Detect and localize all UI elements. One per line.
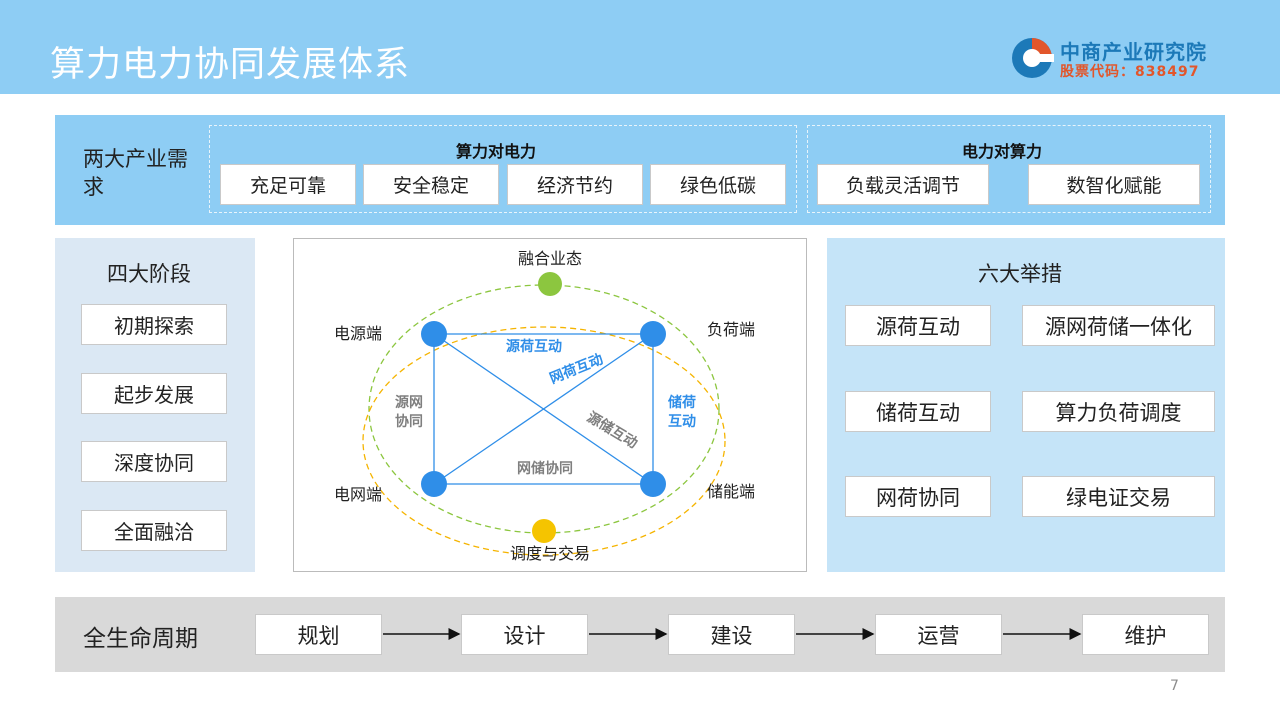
label-bottom-left: 电网端 [334,485,382,504]
stage-item: 全面融洽 [81,510,227,551]
four-stages-panel: 四大阶段 初期探索 起步发展 深度协同 全面融洽 [55,238,255,572]
diagram-canvas: 融合业态 调度与交易 电源端 负荷端 电网端 储能端 源荷互动 网荷互动 源储互… [334,249,755,563]
six-measures-panel: 六大举措 源荷互动 源网荷储一体化 储荷互动 算力负荷调度 网荷协同 绿电证交易 [827,238,1225,572]
edge-label-top: 源荷互动 [506,338,562,355]
measure-item: 网荷协同 [845,476,991,517]
lifecycle-label: 全生命周期 [83,626,198,652]
logo-stock-code: 股票代码：838497 [1060,64,1200,80]
label-top: 融合业态 [518,249,582,268]
lifecycle-arrows [383,628,1082,640]
edge-label-diagonal-b: 源储互动 [584,408,641,451]
page-title: 算力电力协同发展体系 [50,45,411,85]
demand-item: 负载灵活调节 [817,164,989,205]
node-bottom-left [421,471,447,497]
demand-item: 安全稳定 [363,164,499,205]
label-bottom: 调度与交易 [510,544,590,563]
lifecycle-step: 运营 [875,614,1002,655]
logo-name: 中商产业研究院 [1060,40,1207,64]
demand-item: 经济节约 [507,164,643,205]
node-top-right [640,321,666,347]
demand-item: 充足可靠 [220,164,356,205]
group-title: 电力对算力 [962,142,1043,161]
page-number: 7 [1170,678,1179,694]
edge-label-diagonal-a: 网荷互动 [547,350,605,387]
outer-ring [368,284,720,534]
stage-item: 深度协同 [81,441,227,482]
label-top-right: 负荷端 [707,320,755,339]
compute-to-power-group: 算力对电力 充足可靠 安全稳定 经济节约 绿色低碳 [209,125,797,213]
node-bottom-dot [532,519,556,543]
company-logo: 中商产业研究院 股票代码：838497 [1010,34,1225,84]
node-bottom-right [640,471,666,497]
stage-item: 起步发展 [81,373,227,414]
inner-ring [362,326,726,556]
node-top-dot [538,272,562,296]
edge-label-right: 储荷互动 [668,395,696,430]
measure-item: 储荷互动 [845,391,991,432]
lifecycle-step: 规划 [255,614,382,655]
label-bottom-right: 储能端 [707,482,755,501]
stage-item: 初期探索 [81,304,227,345]
measure-item: 源网荷储一体化 [1022,305,1215,346]
measure-item: 源荷互动 [845,305,991,346]
edge-diagonal-b [433,333,654,485]
measures-title: 六大举措 [978,262,1062,286]
lifecycle-step: 建设 [668,614,795,655]
demand-item: 绿色低碳 [650,164,786,205]
demand-item: 数智化赋能 [1028,164,1200,205]
measure-item: 绿电证交易 [1022,476,1215,517]
lifecycle-step: 设计 [461,614,588,655]
logo-mark-icon [1012,38,1054,78]
stages-title: 四大阶段 [107,262,191,286]
demand-label: 两大产业需求 [83,147,188,199]
coordination-diagram: 融合业态 调度与交易 电源端 负荷端 电网端 储能端 源荷互动 网荷互动 源储互… [293,238,807,572]
header-bar [0,0,1280,94]
power-to-compute-group: 电力对算力 负载灵活调节 数智化赋能 [807,125,1211,213]
label-top-left: 电源端 [334,324,382,343]
node-top-left [421,321,447,347]
lifecycle-section: 全生命周期 规划 设计 建设 运营 维护 [55,597,1225,672]
industry-demand-section: 两大产业需求 算力对电力 充足可靠 安全稳定 经济节约 绿色低碳 电力对算力 负… [55,115,1225,225]
group-title: 算力对电力 [456,142,537,161]
lifecycle-step: 维护 [1082,614,1209,655]
measure-item: 算力负荷调度 [1022,391,1215,432]
edge-label-bottom: 网储协同 [517,460,573,477]
edge-label-left: 源网协同 [395,395,423,430]
